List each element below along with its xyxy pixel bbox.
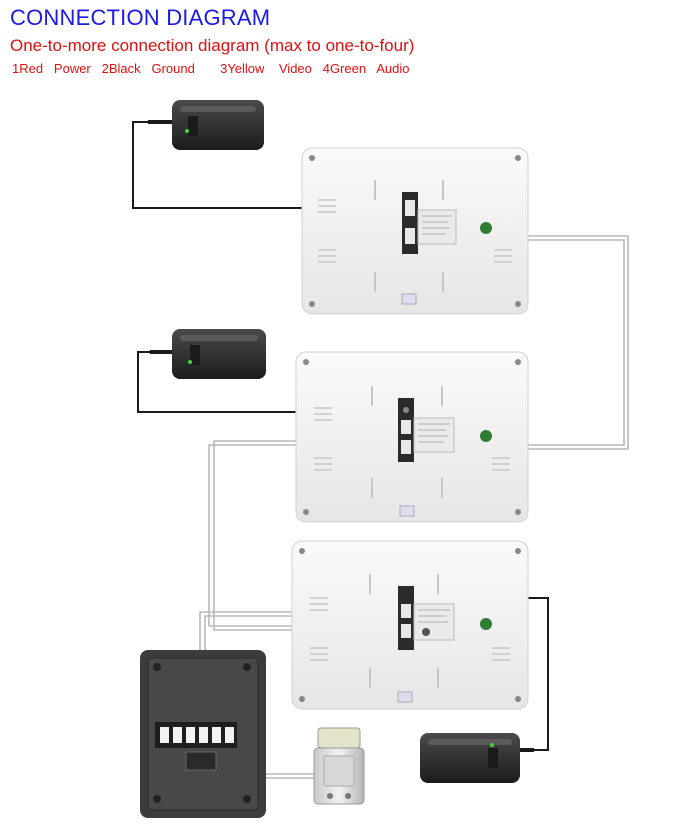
wire-color-legend: 1Red Power 2Black Ground 3Yellow Video 4… [12,61,410,76]
power-adapter-1 [148,100,264,150]
power-adapter-3 [420,733,534,783]
outdoor-camera-unit [140,650,266,818]
indoor-monitor-2 [295,351,529,523]
electric-lock [313,727,365,805]
page-title: CONNECTION DIAGRAM [10,5,271,30]
diagram-subtitle: One-to-more connection diagram (max to o… [10,36,415,55]
power-adapter-2 [150,329,266,379]
indoor-monitor-3 [291,540,529,710]
indoor-monitor-1 [301,147,529,315]
